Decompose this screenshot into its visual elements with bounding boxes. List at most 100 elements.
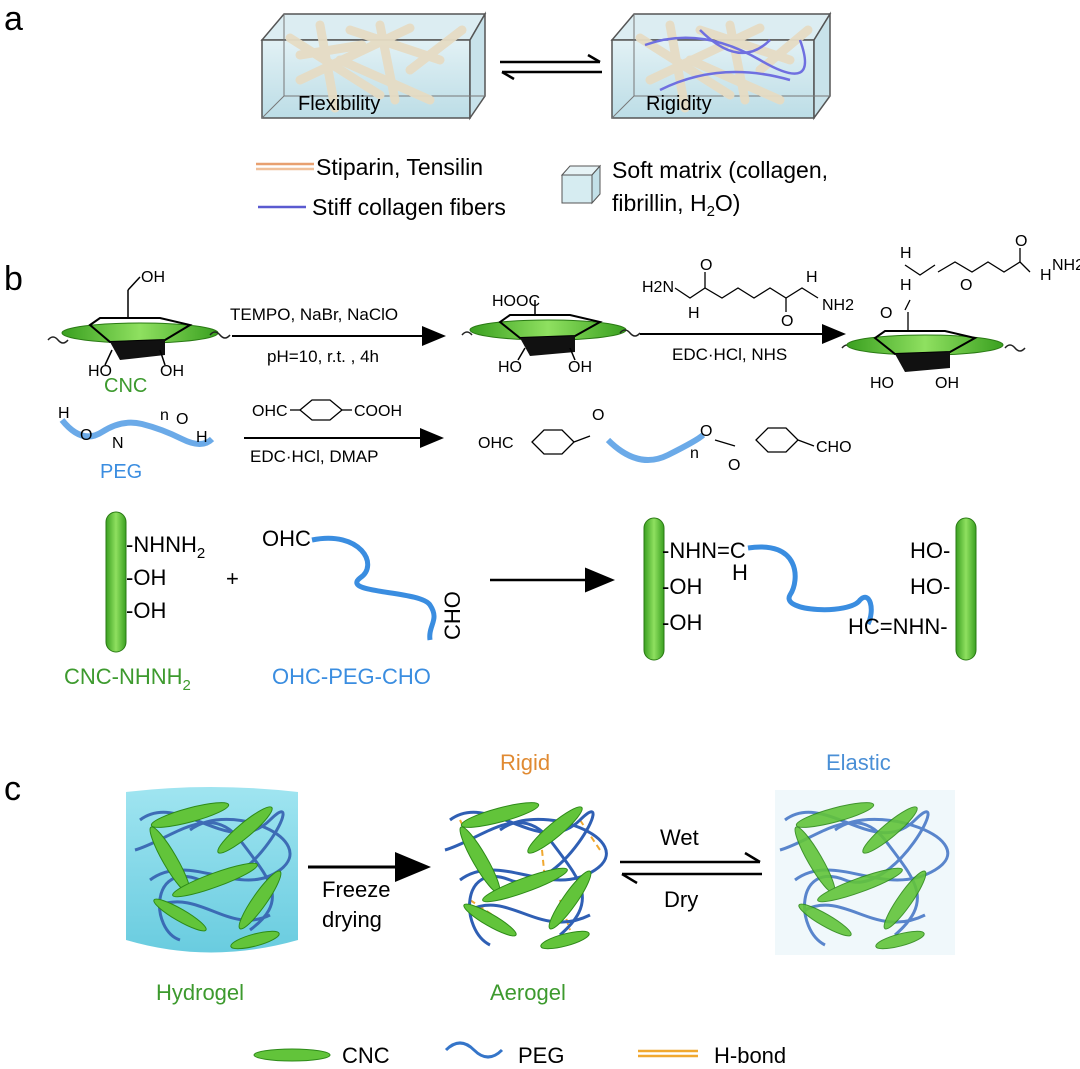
cnc-legend-icon: [254, 1049, 330, 1061]
svg-text:O: O: [592, 407, 604, 424]
svg-text:H: H: [58, 405, 70, 422]
svg-text:HO-: HO-: [910, 538, 950, 563]
legend-matrix-line2: fibrillin, H2O): [612, 190, 740, 220]
reaction-arrow-3: OHC COOH EDC·HCl, DMAP: [244, 400, 440, 466]
aerogel-label: Aerogel: [490, 980, 566, 1005]
crosslinked-product: -NHN=C H -OH -OH HO- HO- HC=NHN-: [644, 518, 976, 660]
peg-structure: H O N n O H PEG: [58, 405, 212, 483]
svg-text:H: H: [688, 305, 700, 322]
cnc-nhnh2-label: CNC-NHNH2: [64, 664, 191, 694]
aerogel-illustration: Rigid Aerogel: [445, 750, 606, 1005]
svg-text:O: O: [728, 457, 740, 474]
svg-text:-NHNH2: -NHNH2: [126, 532, 205, 562]
peg-legend-icon: [446, 1043, 502, 1057]
svg-text:-OH: -OH: [126, 598, 166, 623]
svg-text:O: O: [176, 411, 188, 428]
svg-text:N: N: [112, 435, 124, 452]
cnc-nhnh2-reactant: -NHNH2 -OH -OH CNC-NHNH2: [64, 512, 205, 694]
svg-text:-OH: -OH: [662, 574, 702, 599]
rigid-label: Rigid: [500, 750, 550, 775]
legend-stiparin: Stiparin, Tensilin: [316, 154, 483, 180]
svg-text:O: O: [960, 277, 972, 294]
svg-text:Dry: Dry: [664, 887, 698, 912]
svg-text:COOH: COOH: [354, 403, 402, 420]
cnc-label: CNC: [104, 375, 147, 397]
flexibility-label: Flexibility: [298, 93, 380, 115]
svg-text:Wet: Wet: [660, 825, 699, 850]
reaction-arrow-1: TEMPO, NaBr, NaClO pH=10, r.t. , 4h: [230, 305, 442, 366]
svg-text:H2N: H2N: [642, 279, 674, 296]
svg-text:OH: OH: [141, 269, 165, 286]
panel-label-b: b: [4, 260, 23, 298]
hydrogel-illustration: Hydrogel: [126, 787, 298, 1005]
svg-text:O: O: [880, 305, 892, 322]
hydrogel-label: Hydrogel: [156, 980, 244, 1005]
ohc-peg-cho-label: OHC-PEG-CHO: [272, 664, 431, 689]
svg-text:H: H: [732, 560, 748, 585]
svg-text:EDC·HCl, NHS: EDC·HCl, NHS: [672, 345, 787, 364]
svg-text:O: O: [700, 257, 712, 274]
panel-label-c: c: [4, 770, 21, 808]
rigidity-label: Rigidity: [646, 93, 712, 115]
hydrazide-cnc-unit: H O O H NH2 H O HO OH: [842, 233, 1080, 392]
svg-text:-OH: -OH: [126, 565, 166, 590]
freeze-drying-arrow: Freeze drying: [308, 867, 425, 932]
ohc-peg-cho-structure: OHC O n O O CHO: [478, 407, 852, 474]
svg-text:HO: HO: [870, 375, 894, 392]
svg-text:OH: OH: [160, 363, 184, 380]
svg-text:PEG: PEG: [518, 1043, 564, 1068]
svg-text:CHO: CHO: [440, 591, 465, 640]
legend-c: CNC PEG H-bond: [254, 1043, 786, 1068]
svg-text:HOOC: HOOC: [492, 293, 540, 310]
svg-text:-OH: -OH: [662, 610, 702, 635]
svg-text:NH2: NH2: [822, 297, 854, 314]
cnc-glucose-unit: OH HO OH CNC: [48, 269, 230, 397]
svg-text:O: O: [781, 313, 793, 330]
plus-sign: +: [226, 566, 239, 591]
svg-text:NH2: NH2: [1052, 257, 1080, 274]
wet-dry-arrows: Wet Dry: [620, 825, 762, 912]
rigidity-box: Rigidity: [612, 14, 830, 118]
svg-text:n: n: [160, 407, 169, 424]
svg-text:CHO: CHO: [816, 439, 852, 456]
legend-collagen: Stiff collagen fibers: [312, 194, 506, 220]
equilibrium-arrows-a: [500, 55, 602, 79]
legend-a: Stiparin, Tensilin Stiff collagen fibers…: [256, 154, 828, 220]
svg-text:O: O: [1015, 233, 1027, 250]
ohc-peg-cho-reactant: OHC CHO OHC-PEG-CHO: [262, 526, 465, 689]
svg-text:H: H: [1040, 267, 1052, 284]
svg-text:drying: drying: [322, 907, 382, 932]
adipic-dihydrazide: H2N H O O H NH2: [642, 257, 854, 330]
svg-text:H: H: [900, 245, 912, 262]
elastic-illustration: Elastic: [775, 750, 955, 955]
svg-text:O: O: [700, 423, 712, 440]
panel-label-a: a: [4, 0, 23, 38]
svg-text:OH: OH: [568, 359, 592, 376]
oxidized-cnc-unit: HOOC HO OH: [462, 293, 640, 376]
svg-text:pH=10, r.t. , 4h: pH=10, r.t. , 4h: [267, 347, 379, 366]
svg-text:OH: OH: [935, 375, 959, 392]
peg-label: PEG: [100, 461, 142, 483]
svg-text:n: n: [690, 445, 699, 462]
svg-text:H: H: [806, 269, 818, 286]
svg-text:TEMPO, NaBr, NaClO: TEMPO, NaBr, NaClO: [230, 305, 398, 324]
svg-text:HC=NHN-: HC=NHN-: [848, 614, 948, 639]
svg-text:HO: HO: [498, 359, 522, 376]
svg-text:H: H: [196, 429, 208, 446]
svg-text:Freeze: Freeze: [322, 877, 390, 902]
elastic-label: Elastic: [826, 750, 891, 775]
svg-text:OHC: OHC: [478, 435, 514, 452]
cube-icon: [562, 166, 600, 203]
svg-text:HO-: HO-: [910, 574, 950, 599]
svg-text:O: O: [80, 427, 92, 444]
svg-text:EDC·HCl, DMAP: EDC·HCl, DMAP: [250, 447, 378, 466]
reaction-arrow-2: EDC·HCl, NHS: [640, 334, 842, 364]
svg-text:H-bond: H-bond: [714, 1043, 786, 1068]
svg-text:H: H: [900, 277, 912, 294]
legend-matrix-line1: Soft matrix (collagen,: [612, 157, 828, 183]
svg-text:OHC: OHC: [252, 403, 288, 420]
svg-text:CNC: CNC: [342, 1043, 390, 1068]
flexibility-box: Flexibility: [262, 14, 485, 118]
svg-text:OHC: OHC: [262, 526, 311, 551]
